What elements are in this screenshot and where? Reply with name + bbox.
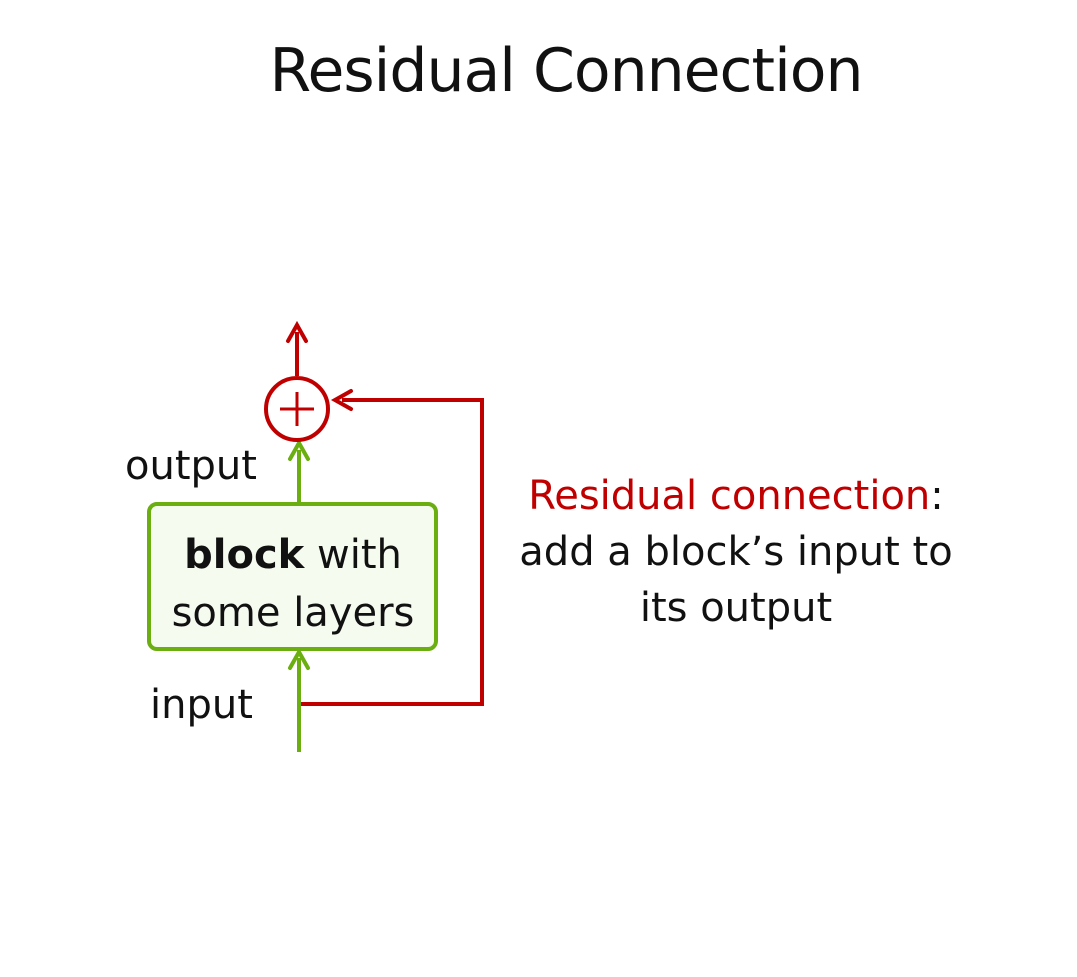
input-label: input	[150, 682, 253, 728]
final-output-arrow	[286, 320, 308, 376]
skip-connection-path	[301, 389, 484, 706]
explanation-line1: Residual connection:	[490, 468, 982, 524]
explanation-highlight: Residual connection	[528, 473, 931, 519]
block-bold-word: block	[184, 532, 305, 578]
output-label: output	[125, 443, 257, 489]
explanation-text: Residual connection: add a block’s input…	[490, 468, 982, 636]
explanation-line2: add a block’s input to	[519, 529, 953, 575]
page-title: Residual Connection	[269, 36, 864, 106]
layer-block	[147, 502, 438, 651]
block-label-line2: some layers	[171, 590, 415, 636]
input-arrow	[288, 647, 310, 752]
block-label-rest: with	[304, 532, 402, 578]
sum-node	[264, 376, 330, 442]
explanation-colon: :	[930, 473, 944, 519]
block-label: block with some layers	[150, 526, 436, 642]
block-label-line1: block with	[150, 526, 436, 584]
output-arrow	[288, 438, 310, 502]
explanation-line3: its output	[639, 585, 833, 631]
